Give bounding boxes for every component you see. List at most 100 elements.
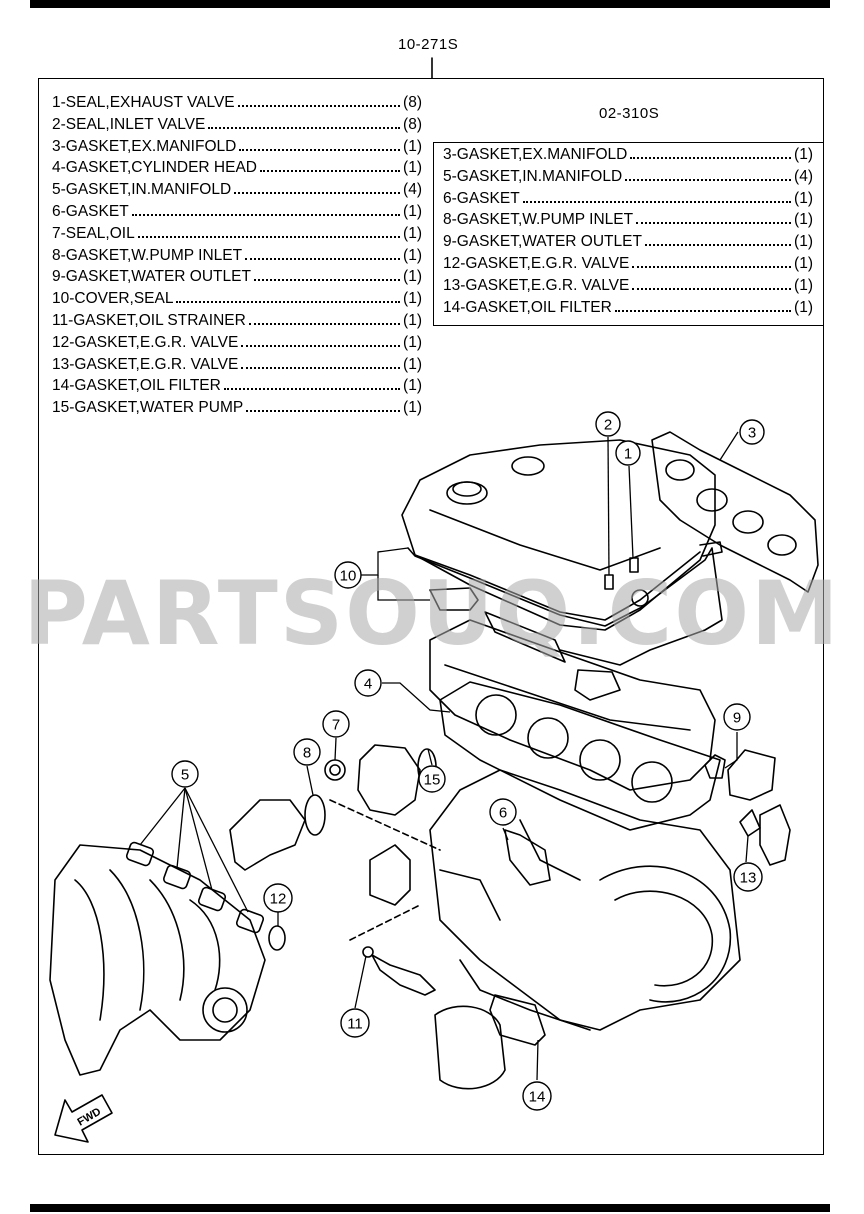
- oil-filter-drawing: [434, 994, 546, 1090]
- dot-leader: [522, 200, 792, 203]
- callout-circle-2: [595, 411, 621, 437]
- callout-14: 14: [529, 1089, 546, 1106]
- part-quantity: (1): [794, 254, 813, 272]
- part-quantity: (1): [403, 399, 422, 417]
- callout-8: 8: [303, 745, 311, 762]
- part-quantity: (1): [794, 189, 813, 207]
- part-quantity: (1): [403, 246, 422, 264]
- dot-leader: [614, 309, 792, 312]
- main-part-item: 14-GASKET,OIL FILTER (1): [52, 377, 422, 399]
- bottom-rule: [30, 1204, 830, 1212]
- callout-11: 11: [347, 1016, 363, 1033]
- main-part-item: 10-COVER,SEAL (1): [52, 290, 422, 312]
- callout-circle-12: [263, 883, 293, 913]
- callout-leaders: [139, 431, 749, 1081]
- part-quantity: (1): [403, 137, 422, 155]
- main-kit-code: 10-271S: [398, 36, 459, 53]
- sub-part-item: 3-GASKET,EX.MANIFOLD(1): [443, 146, 813, 168]
- callout-circle-1: [615, 440, 641, 466]
- callout-circle-15: [418, 765, 446, 793]
- callout-13: 13: [740, 870, 757, 887]
- dot-leader: [636, 222, 792, 225]
- part-name: 14-GASKET,OIL FILTER: [52, 377, 221, 395]
- callout-circle-6: [489, 798, 517, 826]
- main-part-item: 4-GASKET,CYLINDER HEAD (1): [52, 159, 422, 181]
- callout-circle-8: [293, 738, 321, 766]
- dot-leader: [632, 265, 792, 268]
- sub-kit-frame: [433, 142, 824, 326]
- part-quantity: (1): [403, 224, 422, 242]
- part-quantity: (4): [403, 181, 422, 199]
- cylinder-head-cover-drawing: [401, 439, 723, 631]
- gasket-6-drawing: [504, 829, 551, 886]
- part-name: 10-COVER,SEAL: [52, 290, 174, 308]
- main-part-item: 2-SEAL,INLET VALVE (8): [52, 116, 422, 138]
- oil-strainer-drawing: [329, 799, 441, 996]
- callout-circle-9: [723, 703, 751, 731]
- part-quantity: (1): [403, 311, 422, 329]
- dot-leader: [137, 235, 401, 238]
- part-name: 12-GASKET,E.G.R. VALVE: [52, 333, 239, 351]
- sub-part-item: 14-GASKET,OIL FILTER(1): [443, 299, 813, 321]
- main-part-item: 7-SEAL,OIL(1): [52, 225, 422, 247]
- callout-circle-13: [733, 862, 763, 892]
- dot-leader: [234, 192, 401, 195]
- cover-seal-drawing: [407, 547, 723, 701]
- main-part-item: 15-GASKET,WATER PUMP(1): [52, 399, 422, 421]
- callout-4: 4: [364, 676, 372, 693]
- dot-leader: [246, 410, 401, 413]
- water-outlet-drawing: [704, 749, 776, 801]
- dot-leader: [241, 366, 401, 369]
- head-gasket-drawing: [439, 681, 721, 831]
- part-quantity: (8): [403, 94, 422, 111]
- part-quantity: (1): [403, 159, 422, 177]
- dot-leader: [253, 279, 401, 282]
- part-name: 5-GASKET,IN.MANIFOLD: [52, 181, 232, 199]
- inlet-valve-seal-drawing: [604, 574, 614, 590]
- part-name: 2-SEAL,INLET VALVE: [52, 115, 206, 133]
- sub-part-item: 8-GASKET,W.PUMP INLET(1): [443, 211, 813, 233]
- callout-12: 12: [270, 891, 287, 908]
- part-name: 8-GASKET,W.PUMP INLET: [443, 211, 634, 229]
- sub-part-item: 9-GASKET,WATER OUTLET(1): [443, 233, 813, 255]
- engine-block-drawing: [429, 769, 741, 1031]
- part-quantity: (1): [403, 355, 422, 373]
- callout-3: 3: [748, 425, 756, 442]
- dot-leader: [644, 244, 792, 247]
- part-name: 14-GASKET,OIL FILTER: [443, 298, 612, 316]
- main-part-item: 9-GASKET,WATER OUTLET(1): [52, 268, 422, 290]
- sub-part-item: 13-GASKET,E.G.R. VALVE(1): [443, 277, 813, 299]
- main-part-item: 5-GASKET,IN.MANIFOLD (4): [52, 181, 422, 203]
- part-name: 1-SEAL,EXHAUST VALVE: [52, 94, 235, 111]
- oil-seal-drawing: [324, 759, 346, 781]
- callout-circle-14: [522, 1081, 552, 1111]
- part-quantity: (1): [403, 377, 422, 395]
- dot-leader: [630, 157, 792, 159]
- callout-circle-3: [739, 419, 765, 445]
- main-part-item: 8-GASKET,W.PUMP INLET (1): [52, 247, 422, 269]
- exhaust-valve-seal-drawing: [629, 557, 639, 573]
- dot-leader: [260, 170, 401, 173]
- part-quantity: (1): [403, 290, 422, 308]
- part-quantity: (1): [794, 276, 813, 294]
- callout-circle-7: [322, 710, 350, 738]
- part-name: 4-GASKET,CYLINDER HEAD: [52, 159, 257, 177]
- part-quantity: (1): [794, 233, 813, 251]
- dot-leader: [248, 322, 401, 325]
- callout-2: 2: [604, 417, 612, 434]
- top-rule: [30, 0, 830, 8]
- dot-leader: [239, 148, 401, 151]
- dot-leader: [241, 344, 401, 347]
- egr-valve-drawing: [739, 804, 791, 866]
- part-quantity: (1): [403, 333, 422, 351]
- egr-gasket-12-drawing: [268, 925, 286, 951]
- part-name: 8-GASKET,W.PUMP INLET: [52, 246, 243, 264]
- main-kit-frame: [38, 78, 824, 1155]
- callout-circle-5: [171, 760, 199, 788]
- callout-circle-10: [334, 561, 362, 589]
- dot-leader: [237, 105, 401, 107]
- part-name: 12-GASKET,E.G.R. VALVE: [443, 254, 630, 272]
- main-kit-parts-list: 1-SEAL,EXHAUST VALVE(8)2-SEAL,INLET VALV…: [52, 94, 422, 421]
- part-quantity: (8): [403, 115, 422, 133]
